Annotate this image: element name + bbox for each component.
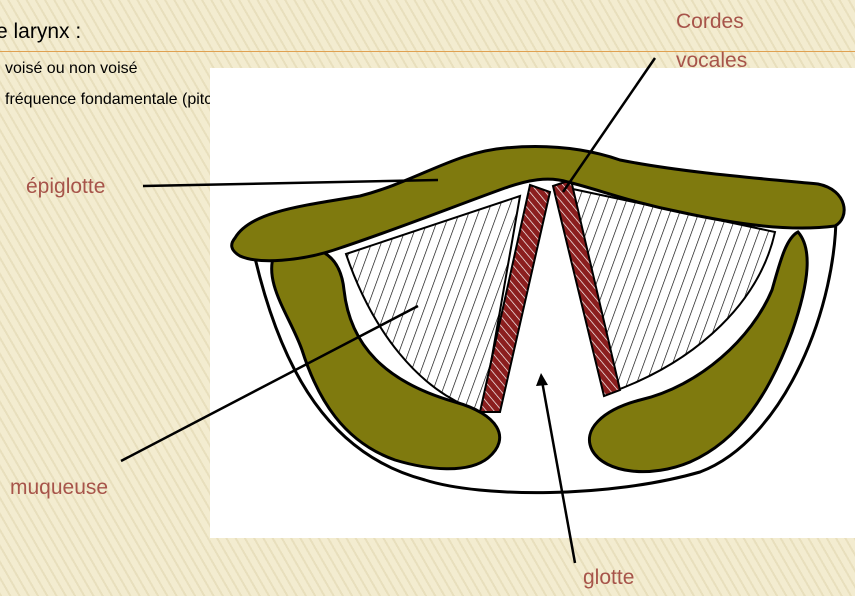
label-cordes-line1: Cordes [676,10,744,34]
label-muqueuse: muqueuse [10,476,108,500]
label-glotte: glotte [583,566,634,590]
leader-line-glotte [542,381,575,563]
label-epiglotte: épiglotte [26,175,105,199]
label-cordes-line2: vocales [676,49,747,73]
arrowhead-glotte [536,373,548,386]
